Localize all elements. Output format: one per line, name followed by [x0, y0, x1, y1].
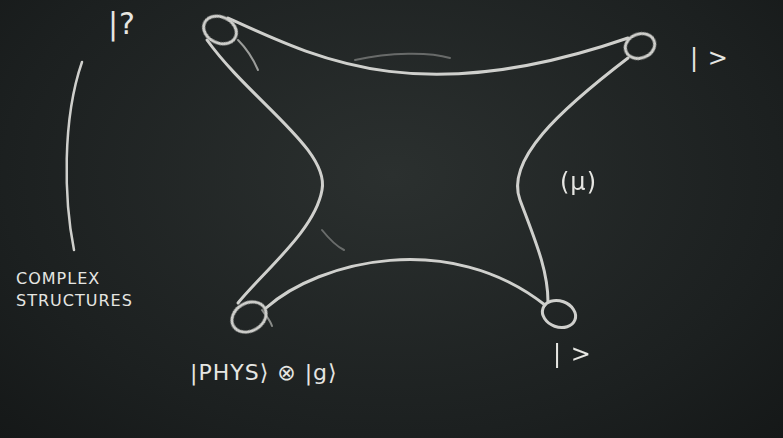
modulus-label: (μ)	[560, 168, 597, 196]
note-label: COMPLEX STRUCTURES	[16, 268, 146, 313]
state-label: |PHYS⟩ ⊗ |g⟩	[190, 360, 338, 385]
ket-label: |?	[108, 6, 136, 41]
ket-label: | >	[690, 44, 729, 72]
ket-label: | >	[553, 340, 592, 368]
